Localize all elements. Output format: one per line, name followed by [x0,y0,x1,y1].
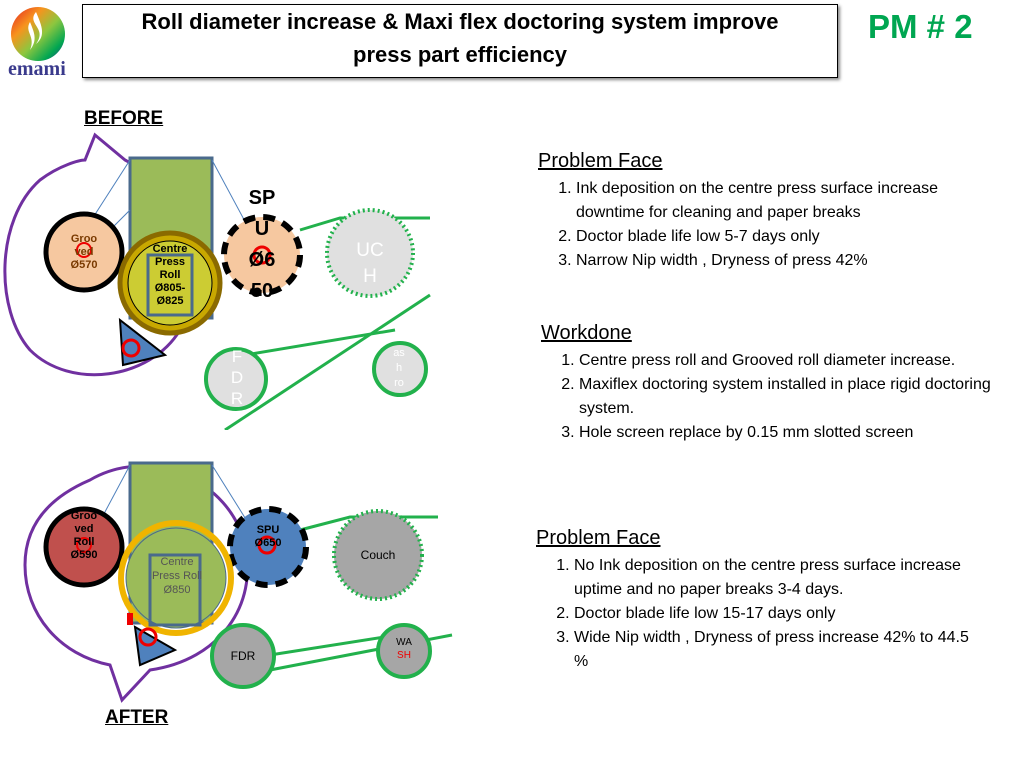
title-box: Roll diameter increase & Maxi flex docto… [82,4,838,78]
after-grooved-roll-circle [43,506,125,588]
spu-roll-circle [221,214,303,296]
list-item: Doctor blade life low 5-7 days only [576,225,988,249]
list-item: Doctor blade life low 15-17 days only [574,602,986,626]
problem-after-heading: Problem Face [536,527,661,549]
after-grooved-label: Groo ved Roll Ø590 [70,510,98,561]
after-fdr-label: FDR [230,649,256,663]
before-diagram [3,132,431,430]
after-fdr-roll-circle [210,623,276,689]
workdone-heading: Workdone [541,322,632,344]
after-spu-label: SPU Ø650 [254,524,282,549]
list-item: Wide Nip width , Dryness of press increa… [574,626,986,674]
emami-logo [6,6,76,76]
after-couch-label: Couch [360,548,396,562]
after-wash-label: WA SH [396,637,412,661]
after-spu-roll-circle [227,506,309,588]
before-centre-roll-label: Centre Press Roll Ø805- Ø825 [152,243,188,307]
list-item: Ink deposition on the centre press surfa… [576,177,988,225]
problem-before-panel: Problem Face Ink deposition on the centr… [538,150,988,273]
workdone-panel: Workdone Centre press roll and Grooved r… [541,322,991,445]
logo-emblem-icon [11,7,65,61]
grooved-roll-circle [43,211,125,293]
before-label: BEFORE [84,108,164,129]
before-wash-label: as h ro [393,347,405,389]
page-title-line2: press part efficiency [353,42,567,67]
problem-after-panel: Problem Face No Ink deposition on the ce… [536,527,986,674]
after-wash-roll-circle [376,623,432,679]
before-couch-label: UC H [356,240,384,287]
problem-before-heading: Problem Face [538,150,663,172]
list-item: Centre press roll and Grooved roll diame… [579,349,991,373]
couch-roll-circle [325,208,415,298]
after-couch-roll-circle [332,509,424,601]
after-diagram [23,461,453,703]
before-spu-label: SP U Ø6 50 [248,187,276,302]
pm-badge: PM # 2 [868,8,973,45]
after-centre-roll-ring [118,520,234,636]
before-grooved-label: Groo ved Ø570 [70,233,98,271]
fdr-roll-circle [204,347,268,411]
page-title-line1: Roll diameter increase & Maxi flex docto… [141,9,779,34]
logo-wordmark: emami [8,58,66,80]
after-label: AFTER [105,707,169,728]
before-fdr-label: F D R [230,347,244,408]
list-item: Maxiflex doctoring system installed in p… [579,373,991,421]
after-centre-roll-label: Centre Press Roll Ø850 [151,556,203,596]
doctor-blade-triangle [118,317,168,367]
list-item: No Ink deposition on the centre press su… [574,554,986,602]
list-item: Hole screen replace by 0.15 mm slotted s… [579,421,991,445]
list-item: Narrow Nip width , Dryness of press 42% [576,249,988,273]
wash-roll-circle [372,341,428,397]
